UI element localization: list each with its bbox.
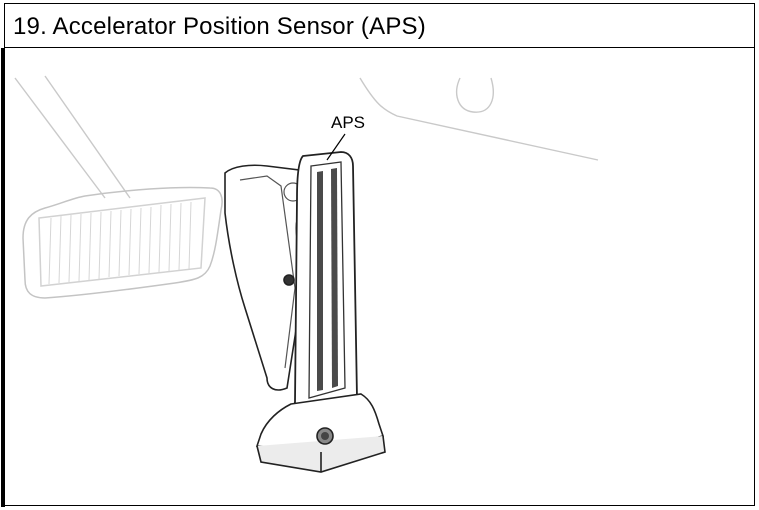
title-bar: 19. Accelerator Position Sensor (APS)	[5, 4, 754, 48]
pedal-base	[255, 393, 386, 473]
brake-pedal	[22, 186, 223, 299]
aps-label: APS	[331, 113, 365, 132]
document-frame: 19. Accelerator Position Sensor (APS)	[1, 3, 755, 507]
page-title: 19. Accelerator Position Sensor (APS)	[13, 13, 426, 40]
pedal-housing	[224, 164, 306, 391]
aps-leader-line	[326, 133, 346, 161]
accelerator-pedal-illustration: APS	[14, 75, 599, 473]
aps-callout: APS	[326, 113, 365, 161]
accelerator-pedal-pad	[293, 151, 358, 415]
background-lines	[14, 75, 599, 199]
